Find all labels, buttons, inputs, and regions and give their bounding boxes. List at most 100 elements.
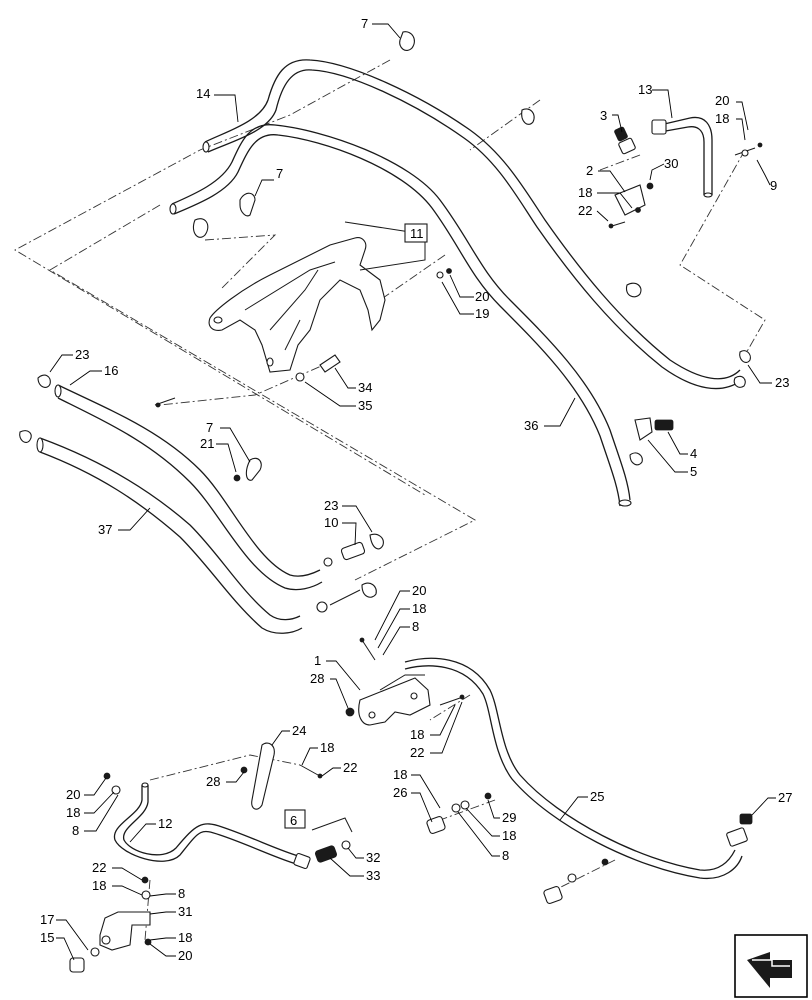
callout-number-7: 7: [206, 420, 213, 435]
bracket-1: [345, 637, 465, 726]
leader-line: [216, 443, 237, 473]
callout-number-33: 33: [366, 868, 380, 883]
callout-number-11: 11: [410, 226, 424, 241]
leader-line: [544, 397, 576, 427]
callout-number-23: 23: [75, 347, 89, 362]
navigation-arrow-icon[interactable]: [734, 934, 808, 998]
callout-number-18: 18: [715, 111, 729, 126]
callout-number-13: 13: [638, 82, 652, 97]
leader-line: [647, 439, 688, 473]
callout-number-29: 29: [502, 810, 516, 825]
leader-line: [430, 704, 456, 736]
callout-number-16: 16: [104, 363, 118, 378]
callout-number-4: 4: [690, 446, 697, 461]
leader-line: [559, 796, 588, 821]
callout-number-15: 15: [40, 930, 54, 945]
callout-number-19: 19: [475, 306, 489, 321]
leader-line: [465, 807, 500, 837]
tube-12: [113, 782, 311, 870]
leader-line: [596, 210, 609, 222]
callout-number-28: 28: [206, 774, 220, 789]
fitting-3: [614, 126, 636, 155]
leader-line: [747, 364, 772, 384]
centerlines: [14, 59, 766, 941]
leader-line: [149, 943, 176, 957]
box-6: [284, 809, 306, 829]
fasteners-34-35: [154, 354, 341, 408]
callout-number-18: 18: [320, 740, 334, 755]
bracket-31: [69, 772, 152, 973]
leader-line: [756, 159, 771, 186]
callout-number-21: 21: [200, 436, 214, 451]
spacer-lower-right: [543, 858, 609, 905]
leader-line: [226, 771, 245, 783]
leader-line: [330, 678, 349, 709]
fitting-9: [734, 142, 763, 157]
box-11: [404, 223, 428, 243]
leader-line: [598, 170, 626, 193]
callout-number-27: 27: [778, 790, 792, 805]
bracket-11: [208, 221, 426, 373]
tube-14: [202, 59, 743, 390]
leader-line: [597, 192, 633, 209]
callout-number-17: 17: [40, 912, 54, 927]
callout-number-3: 3: [600, 108, 607, 123]
callout-number-20: 20: [66, 787, 80, 802]
clamp-2: [608, 182, 654, 229]
leader-line: [129, 823, 156, 843]
leader-line: [271, 730, 290, 746]
clip-7-top: [399, 31, 415, 51]
callout-number-10: 10: [324, 515, 338, 530]
leader-line: [667, 431, 688, 455]
callout-number-7: 7: [361, 16, 368, 31]
callout-number-22: 22: [578, 203, 592, 218]
tube-25: [404, 657, 753, 880]
leader-line: [612, 114, 623, 133]
leader-line: [49, 354, 73, 373]
callout-number-20: 20: [178, 948, 192, 963]
leader-line: [254, 179, 274, 197]
leader-line: [149, 893, 176, 897]
leader-line: [334, 367, 356, 389]
fasteners-19-20: [436, 268, 452, 279]
leader-line: [382, 626, 410, 656]
leader-line: [301, 747, 318, 766]
leader-line: [112, 885, 143, 896]
leader-line: [69, 370, 102, 386]
leader-line: [347, 847, 364, 859]
leader-line: [84, 791, 115, 814]
leader-line: [56, 919, 89, 951]
leader-line: [457, 811, 500, 857]
callout-number-23: 23: [775, 375, 789, 390]
leader-line: [372, 23, 401, 39]
callout-number-18: 18: [66, 805, 80, 820]
callout-number-30: 30: [664, 156, 678, 171]
clip-7-mid: [192, 192, 256, 238]
leader-line: [342, 522, 357, 546]
hose-37: [36, 437, 303, 634]
bracket-24: [240, 742, 323, 810]
leader-line: [449, 274, 474, 298]
callout-number-20: 20: [412, 583, 426, 598]
callout-number-8: 8: [502, 848, 509, 863]
fitting-32-33: [311, 817, 353, 863]
fitting-10-23: [316, 533, 384, 613]
clip-7-21: [233, 457, 262, 482]
callout-number-8: 8: [178, 886, 185, 901]
callout-number-25: 25: [590, 789, 604, 804]
leader-line: [149, 937, 176, 941]
elbow-4-5: [629, 417, 674, 466]
leader-line: [342, 505, 373, 533]
callout-number-18: 18: [412, 601, 426, 616]
leader-line: [326, 660, 361, 691]
leader-line: [149, 911, 176, 915]
callout-number-35: 35: [358, 398, 372, 413]
callout-number-37: 37: [98, 522, 112, 537]
tube-36: [169, 124, 632, 507]
callout-number-20: 20: [715, 93, 729, 108]
fittings-23-top: [19, 350, 751, 443]
leader-line: [411, 774, 441, 809]
leader-line: [736, 118, 746, 141]
leader-line: [112, 867, 143, 881]
